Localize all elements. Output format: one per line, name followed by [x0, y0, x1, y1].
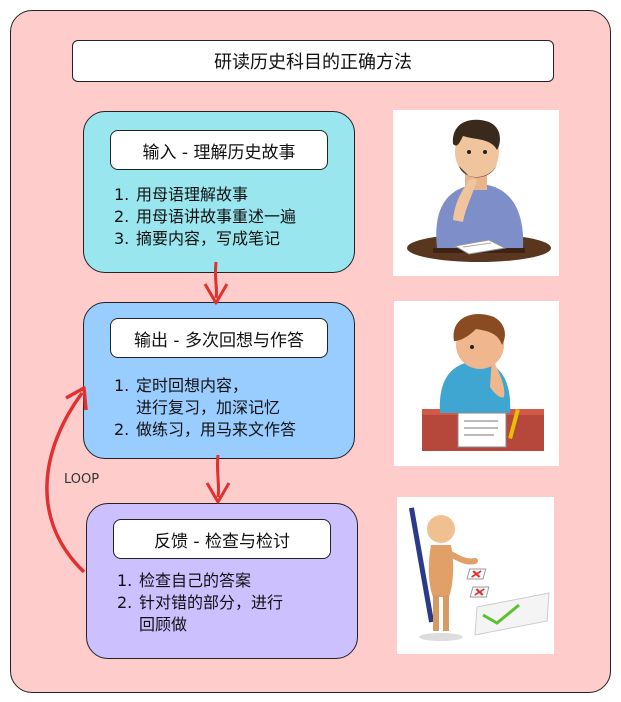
thinking-person-icon: [393, 110, 559, 276]
stage-feedback: 反馈 - 检查与检讨 1.检查自己的答案 2.针对错的部分，进行 回顾做: [86, 503, 358, 659]
list-item: 2.针对错的部分，进行 回顾做: [117, 593, 284, 634]
stage-output: 输出 - 多次回想与作答 1.定时回想内容， 进行复习，加深记忆 2.做练习，用…: [83, 302, 355, 459]
list-item: 3.摘要内容，写成笔记: [114, 229, 281, 248]
arrow-output-to-feedback: [215, 454, 221, 498]
list-item: 2.用母语讲故事重述一遍: [114, 207, 297, 226]
list-item: 1.定时回想内容， 进行复习，加深记忆: [114, 376, 281, 417]
stage-output-header: 输出 - 多次回想与作答: [110, 318, 328, 358]
diagram-title: 研读历史科目的正确方法: [72, 40, 554, 82]
loop-label: LOOP: [64, 472, 100, 487]
loop-arrow: [45, 391, 86, 574]
stage-feedback-header: 反馈 - 检查与检讨: [113, 519, 331, 559]
stage-input-steps: 1.用母语理解故事 2.用母语讲故事重述一遍 3.摘要内容，写成笔记: [114, 184, 296, 250]
arrow-input-to-output-head: [203, 283, 229, 305]
loop-arrow-head: [65, 386, 88, 411]
list-item: 1.用母语理解故事: [114, 185, 249, 204]
studying-student-icon: [394, 301, 559, 466]
list-item: 1.检查自己的答案: [117, 571, 252, 590]
stage-output-steps: 1.定时回想内容， 进行复习，加深记忆 2.做练习，用马来文作答: [114, 375, 296, 441]
arrow-output-to-feedback-head: [205, 482, 231, 504]
stage-feedback-steps: 1.检查自己的答案 2.针对错的部分，进行 回顾做: [117, 570, 283, 636]
checklist-figure-icon: [397, 497, 554, 654]
stage-input-header: 输入 - 理解历史故事: [110, 130, 328, 170]
stage-input: 输入 - 理解历史故事 1.用母语理解故事 2.用母语讲故事重述一遍 3.摘要内…: [83, 111, 355, 273]
list-item: 2.做练习，用马来文作答: [114, 420, 297, 439]
arrow-input-to-output: [213, 261, 219, 299]
